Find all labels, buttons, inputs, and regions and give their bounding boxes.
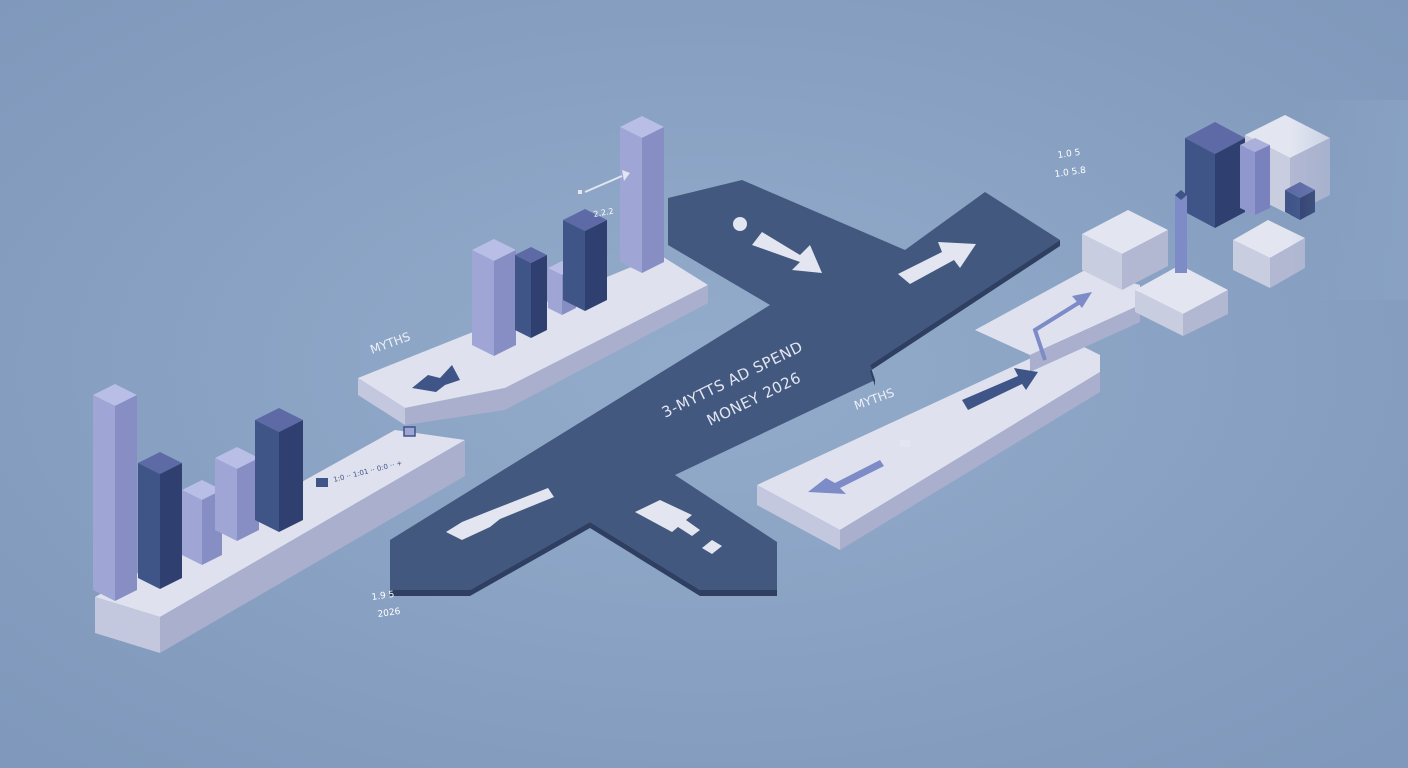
road: [390, 180, 1060, 596]
road-edge-right: [870, 240, 1060, 386]
arrow-small-right-icon: [584, 170, 630, 193]
arrow-right-icon: [962, 368, 1038, 410]
small-square-marker: [316, 478, 328, 487]
bar-face: [515, 255, 531, 338]
pole: [1175, 195, 1187, 273]
dark-block: [1185, 122, 1245, 228]
upper-bar-group: [472, 116, 664, 356]
arrow-left-long-icon: [808, 460, 884, 494]
bar-face: [255, 420, 279, 532]
right-cubes: [1082, 100, 1408, 336]
bar-face: [237, 458, 259, 541]
upper-left-platform-right-face: [505, 285, 708, 410]
pole-cap: [1175, 190, 1187, 200]
upper-left-platform: [455, 255, 708, 410]
upper-left-platform-top: [455, 255, 708, 388]
bar-face: [182, 490, 202, 565]
bar-face: [279, 420, 303, 532]
small-square-marker: [403, 426, 416, 437]
left-bar-group: [93, 384, 303, 601]
bar-face: [472, 250, 494, 356]
bar-face: [138, 463, 160, 589]
left-step-right-face: [405, 388, 505, 425]
bar-face: [585, 220, 607, 311]
tiny-label-right-2: 1.0 5.8: [1054, 166, 1087, 180]
right-platform-right-face: [840, 372, 1100, 550]
bar-face: [115, 395, 137, 601]
bar-face: [494, 250, 516, 356]
right-step-top: [975, 270, 1140, 355]
right-step-right-face: [1030, 305, 1140, 372]
road-main-top: [390, 180, 1060, 590]
double-arrow-icon: [702, 540, 722, 554]
right-fade: [1290, 100, 1408, 300]
arrow-up-right-line-icon: [1032, 292, 1092, 361]
small-square-marker: [900, 440, 910, 447]
arrow-left-down-icon: [412, 365, 460, 392]
tiny-label-left-1: 1.9 5: [371, 590, 395, 603]
bar-face: [93, 395, 115, 601]
left-step-left-face: [358, 378, 405, 425]
left-platform-right-face: [160, 440, 465, 653]
light-tall-block: [1240, 138, 1270, 215]
tiny-top-mark: 2.2.2: [593, 207, 615, 219]
bar-face: [642, 127, 664, 273]
left-platform-left-face: [95, 597, 160, 653]
cube: [1135, 265, 1228, 336]
bar-face: [548, 268, 562, 315]
arrow-right-down-icon: [752, 232, 822, 273]
bar-face: [620, 127, 642, 273]
tiny-label-left-2: 2026: [377, 607, 401, 620]
bar-face: [531, 255, 547, 338]
arrow-right-up-icon: [898, 242, 976, 284]
arrow-left-icon: [446, 488, 554, 540]
small-square-marker: [578, 190, 582, 194]
road-dot: [733, 217, 747, 231]
bar-face: [215, 458, 237, 541]
bar-face: [563, 220, 585, 311]
right-platform-left-face: [757, 485, 840, 550]
bar-face: [160, 463, 182, 589]
cube: [1082, 210, 1168, 290]
tiny-label-right-1: 1.0 5: [1057, 148, 1081, 161]
arrow-up-icon: [635, 500, 700, 536]
